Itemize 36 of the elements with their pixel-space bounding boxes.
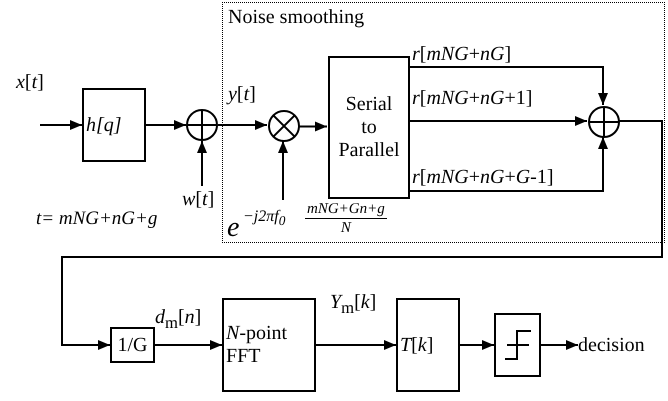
dotted-region xyxy=(222,2,665,243)
index-equation: t= mNG+nG+g xyxy=(36,208,158,230)
arrow xyxy=(197,141,207,186)
edge-label: r[mNG+nG+G-1] xyxy=(412,165,554,189)
arrow xyxy=(146,120,186,130)
arrow xyxy=(61,120,663,350)
fft-box: N-point FFT xyxy=(222,298,316,392)
arrow xyxy=(541,340,578,350)
arrow xyxy=(316,340,396,350)
filter-box: h[q] xyxy=(82,88,146,162)
arrow xyxy=(409,137,608,192)
edge-label: r[mNG+nG] xyxy=(412,42,512,66)
exponent-text: −j2πf$_{0}$ xyxy=(243,207,286,230)
region-title: Noise smoothing xyxy=(228,5,364,29)
arrow xyxy=(299,122,327,132)
fraction-numerator: mNG+Gn+g xyxy=(305,201,387,219)
threshold-box: T[k] xyxy=(396,298,460,392)
fraction-denominator: N xyxy=(340,219,351,237)
process-box: Serial to Parallel xyxy=(328,56,410,199)
arrow xyxy=(409,116,587,126)
arrow xyxy=(409,66,608,105)
output-label: decision xyxy=(578,332,666,358)
edge-label: d$_{m}$[n] xyxy=(155,305,202,334)
arrow xyxy=(40,120,82,130)
edge-label: r[mNG+nG+1] xyxy=(412,86,532,110)
gain-box: 1/G xyxy=(110,327,155,363)
arrow xyxy=(218,120,267,130)
comparator-box xyxy=(494,313,541,377)
arrow xyxy=(155,340,222,350)
edge-label: x[t] xyxy=(16,70,44,94)
exponential-base: e xyxy=(227,213,240,243)
edge-label: Y$_{m}$[k] xyxy=(330,290,376,319)
edge-label: y[t] xyxy=(228,82,256,106)
signal-label: w[t] xyxy=(182,186,224,212)
arrow xyxy=(460,340,494,350)
arrow xyxy=(278,141,288,200)
